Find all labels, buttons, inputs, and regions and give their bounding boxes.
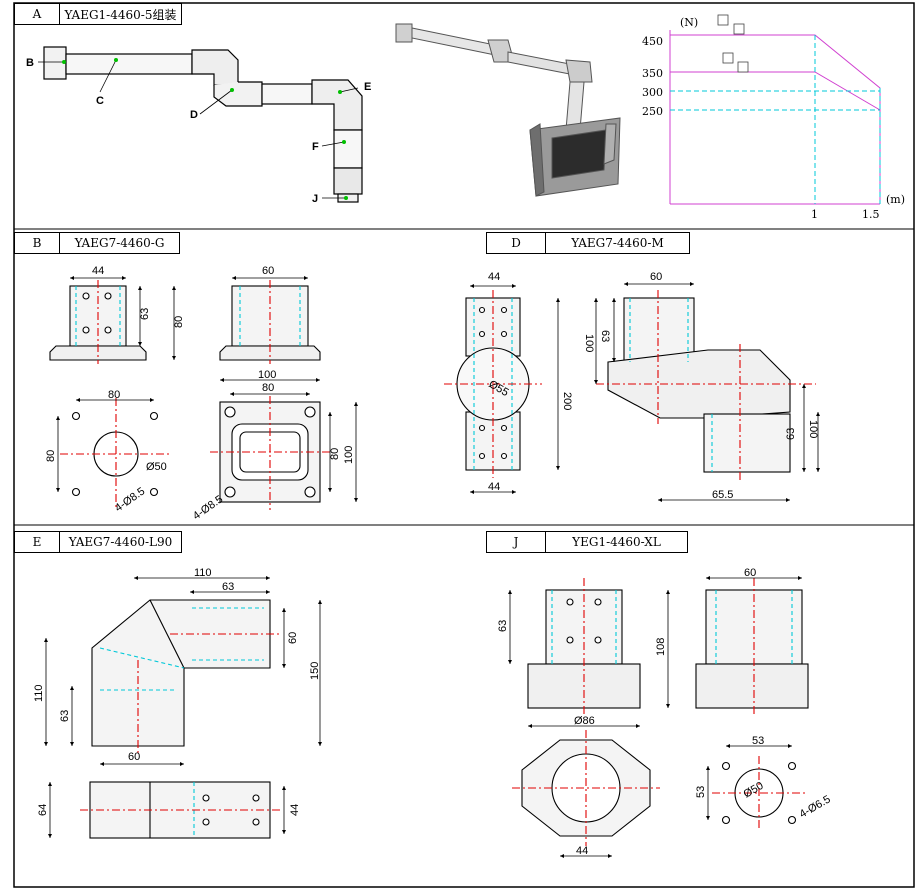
chart-y-tick: 250 (642, 105, 663, 118)
dim-text: 53 (695, 786, 707, 798)
callout-leaders (38, 58, 359, 200)
part-b-drawings (49, 280, 330, 510)
part-e-drawings (80, 599, 280, 839)
callout-j: J (312, 193, 318, 205)
section-part-name: YAEG7-4460-M (571, 236, 664, 250)
callout-b: B (26, 57, 34, 69)
dim-text: 4-Ø8.5 (191, 493, 225, 522)
callout-f: F (312, 141, 319, 153)
dim-text: 60 (744, 567, 756, 579)
section-letter: J (487, 532, 546, 552)
dim-text: 44 (289, 804, 301, 816)
dim-text: 150 (309, 662, 321, 680)
dim-text: 60 (287, 632, 299, 644)
dim-text: 44 (92, 265, 104, 277)
chart-y-tick: 450 (642, 35, 663, 48)
dim-text: 44 (488, 481, 500, 493)
part-d-drawings (444, 290, 816, 480)
dim-text: 63 (599, 330, 611, 342)
chart-y-tick: 350 (642, 67, 663, 80)
assembly-drawing (43, 46, 363, 203)
dim-text: 100 (343, 446, 355, 464)
section-e-header: E YAEG7-4460-L90 (14, 531, 182, 553)
dim-text: 63 (222, 581, 234, 593)
dim-text: 63 (139, 308, 151, 320)
dim-text: 80 (45, 450, 57, 462)
section-a-header: A YAEG1-4460-5组装 (14, 3, 182, 25)
section-part-name: YAEG7-4460-G (74, 236, 165, 250)
dim-text: 80 (173, 316, 185, 328)
section-b-header: B YAEG7-4460-G (14, 232, 180, 254)
section-part-name: YAEG7-4460-L90 (68, 535, 173, 549)
dim-text: 63 (59, 710, 71, 722)
dim-text: 60 (128, 751, 140, 763)
chart-x-tick: 1.5 (862, 208, 880, 221)
dim-text: 63 (785, 428, 797, 440)
dim-text: 63 (497, 620, 509, 632)
section-j-header: J YEG1-4460-XL (486, 531, 688, 553)
section-d-header: D YAEG7-4460-M (486, 232, 690, 254)
dim-text: 100 (807, 420, 819, 438)
section-letter: B (15, 233, 60, 253)
callout-e: E (364, 81, 371, 93)
dim-text: 80 (262, 382, 274, 394)
dim-text: Ø50 (146, 461, 167, 473)
chart-y-tick: 300 (642, 86, 663, 99)
dim-text: 44 (488, 271, 500, 283)
section-letter: A (15, 4, 60, 24)
callout-c: C (96, 95, 104, 107)
dim-text: 110 (194, 567, 212, 579)
dim-text: 44 (576, 845, 588, 857)
dim-text: 60 (262, 265, 274, 277)
section-part-name: YEG1-4460-XL (572, 535, 661, 549)
dim-text: 108 (655, 638, 667, 656)
dim-text: 110 (33, 684, 45, 702)
chart-x-tick: 1 (811, 208, 818, 221)
dimension-labels: B C D E F J (N) (m) 450 350 300 250 1 1.… (26, 16, 905, 857)
section-part-name: YAEG1-4460-5组装 (64, 7, 177, 22)
dim-text: 60 (650, 271, 662, 283)
dim-text: 4-Ø6.5 (798, 793, 833, 820)
dim-text: 4-Ø8.5 (113, 485, 147, 514)
dim-text: 100 (258, 369, 276, 381)
load-chart (669, 14, 881, 205)
dim-text: 200 (561, 392, 573, 410)
arm-3d-render (395, 23, 621, 197)
chart-y-unit: (N) (680, 16, 698, 29)
section-letter: E (15, 532, 60, 552)
outer-frame (13, 2, 915, 888)
dim-text: Ø86 (574, 715, 595, 727)
section-letter: D (487, 233, 546, 253)
dim-text: 80 (329, 448, 341, 460)
chart-x-unit: (m) (886, 193, 905, 206)
dim-text: 80 (108, 389, 120, 401)
dim-text: 64 (37, 804, 49, 816)
callout-d: D (190, 109, 198, 121)
dim-text: 65.5 (712, 489, 733, 501)
dim-text: 100 (583, 334, 595, 352)
dim-text: 53 (752, 735, 764, 747)
part-j-drawings (512, 578, 809, 846)
